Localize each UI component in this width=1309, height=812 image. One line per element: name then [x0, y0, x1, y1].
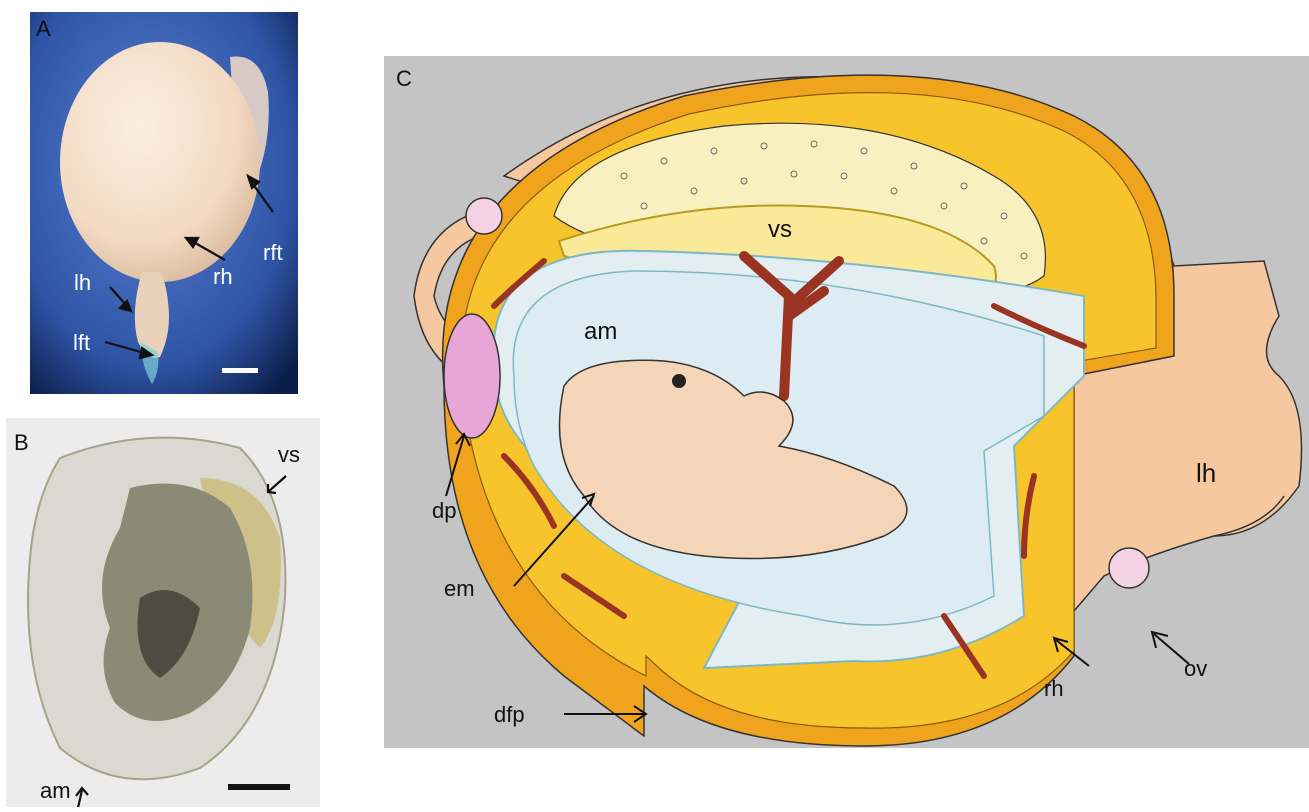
panel-b-photo: [0, 418, 320, 807]
ovary-ov: [1109, 548, 1149, 588]
panel-c: C vs am dp em dfp lh rh ov: [384, 56, 1309, 748]
scale-bar: [222, 368, 258, 373]
panel-b: B vs am: [0, 418, 320, 807]
panel-c-diagram: [384, 56, 1309, 748]
label-dp: dp: [432, 498, 456, 524]
label-vs: vs: [768, 216, 792, 244]
label-lft: lft: [73, 330, 90, 356]
panel-c-letter: C: [396, 66, 412, 92]
label-rft: rft: [263, 240, 283, 266]
conceptus-sphere: [60, 42, 260, 282]
label-dfp: dfp: [494, 702, 525, 728]
panel-a: A rft rh lh lft: [30, 12, 298, 394]
label-vs: vs: [278, 442, 300, 468]
label-am: am: [40, 778, 71, 804]
scale-bar: [228, 784, 290, 790]
label-ov: ov: [1184, 656, 1207, 682]
label-am: am: [584, 318, 617, 346]
panel-a-letter: A: [36, 16, 51, 42]
embryo-eye: [672, 374, 686, 388]
panel-a-photo: [30, 12, 298, 394]
label-em: em: [444, 576, 475, 602]
label-lh: lh: [74, 270, 91, 296]
small-bulb-top: [466, 198, 502, 234]
placenta-dp: [444, 314, 500, 438]
panel-b-letter: B: [14, 430, 29, 456]
label-rh: rh: [1044, 676, 1064, 702]
lh-tube: [135, 272, 169, 358]
label-rh: rh: [213, 264, 233, 290]
label-lh: lh: [1196, 458, 1216, 489]
